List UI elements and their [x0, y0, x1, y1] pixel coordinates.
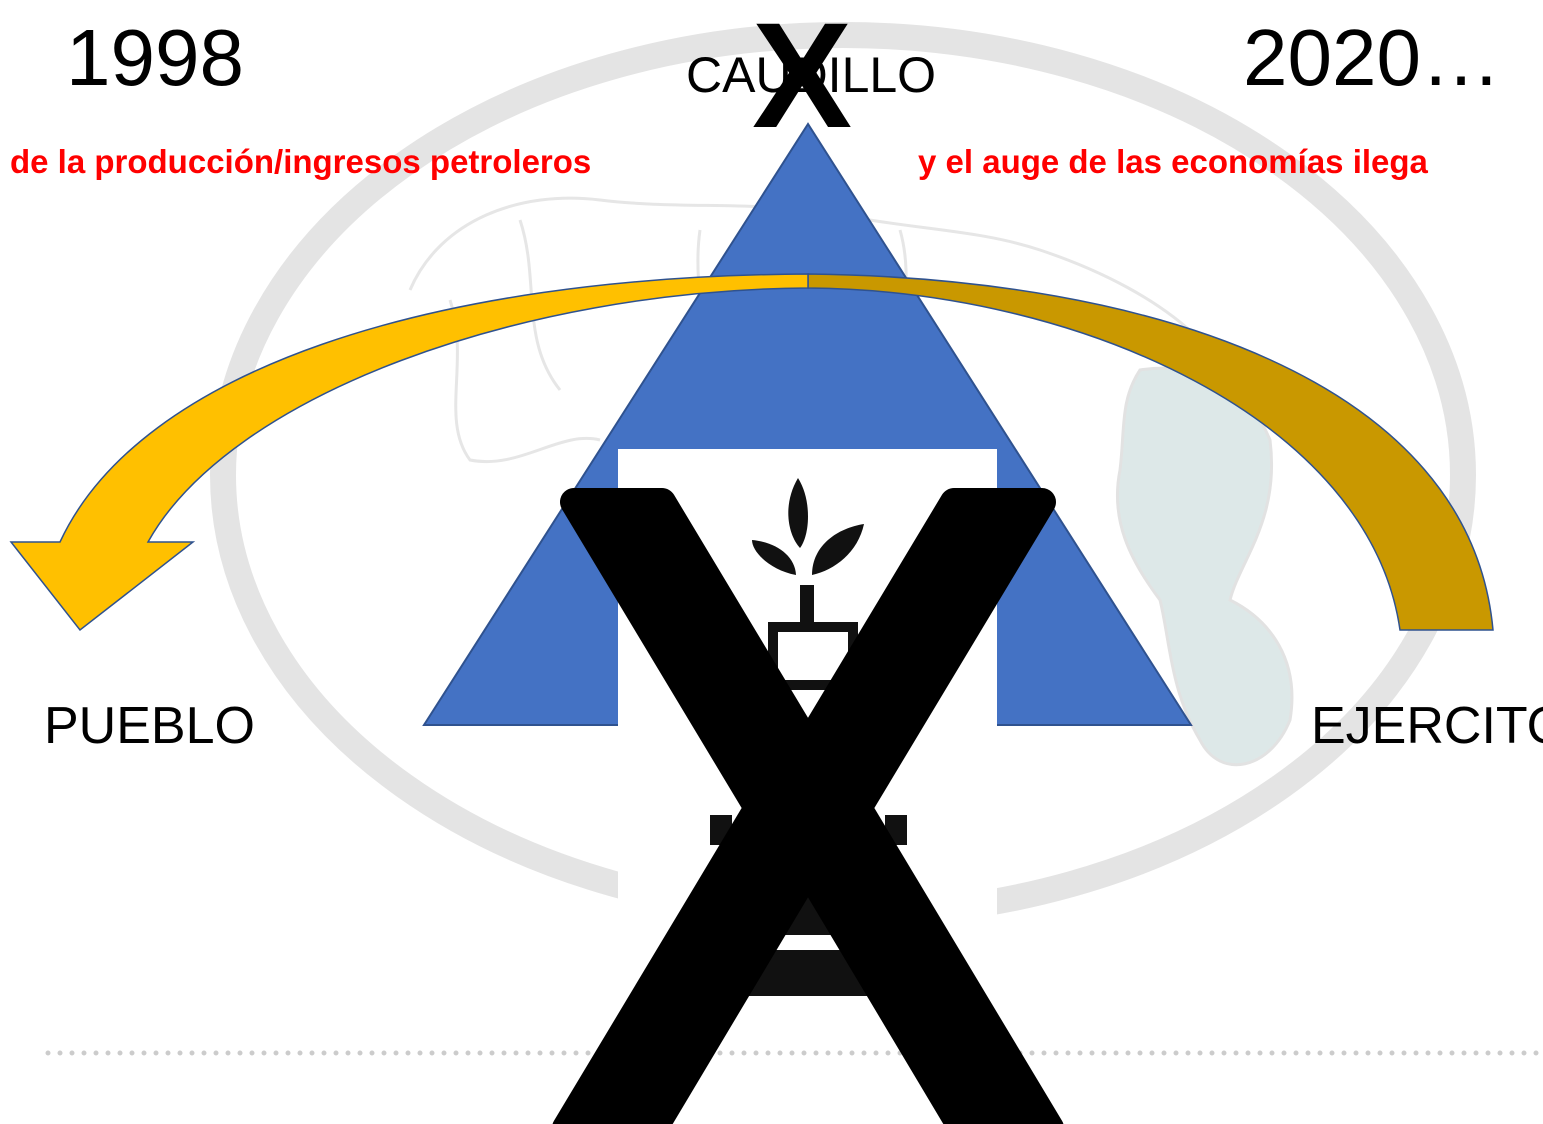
large-x-mark	[552, 488, 1064, 1124]
apex-label: CAUDILLO	[686, 47, 937, 103]
background-map-region	[1115, 366, 1294, 767]
right-vertex-label: EJERCITO	[1311, 697, 1543, 755]
year-left-label: 1998	[66, 13, 244, 102]
subtitle-right: y el auge de las economías ilega	[918, 143, 1428, 180]
curved-arrow-left-part	[9, 273, 809, 632]
left-vertex-label: PUEBLO	[44, 697, 255, 755]
subtitle-left: de la producción/ingresos petroleros	[10, 143, 592, 180]
curved-arrow-right-part	[807, 273, 1494, 631]
small-x-mark: X	[752, 0, 853, 159]
year-right-label: 2020…	[1243, 13, 1501, 102]
